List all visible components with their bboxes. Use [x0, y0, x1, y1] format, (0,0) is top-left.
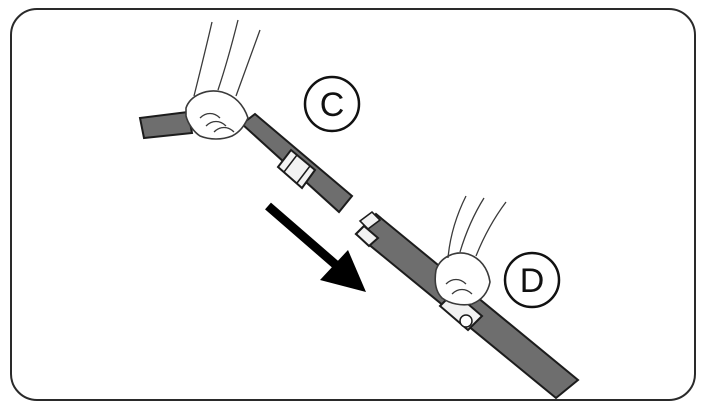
label-d-text: D	[520, 262, 545, 300]
right-hand-fingers	[445, 278, 473, 295]
handle-stub	[138, 110, 194, 140]
label-c-circle	[303, 75, 361, 133]
arrow-shaft	[265, 202, 339, 269]
lower-clamp-screw	[459, 314, 473, 328]
direction-arrow	[265, 202, 366, 292]
arrow-head	[320, 250, 366, 292]
lower-socket-end	[354, 224, 380, 248]
upper-clamp-ridge	[296, 165, 311, 184]
upper-clamp	[276, 148, 317, 190]
diagram-frame	[10, 8, 696, 401]
upper-pipe-assembly	[138, 19, 354, 214]
label-d-circle	[503, 251, 561, 309]
label-d: D	[503, 251, 561, 309]
label-c: C	[303, 75, 361, 133]
lower-socket-band	[358, 210, 382, 231]
right-hand	[434, 252, 491, 306]
left-hand-fingers	[199, 112, 235, 133]
lower-pipe-assembly	[354, 195, 580, 400]
left-sleeve	[193, 19, 261, 97]
label-c-text: C	[320, 86, 345, 124]
upper-clamp-ridge	[283, 154, 298, 173]
right-sleeve	[447, 195, 507, 259]
